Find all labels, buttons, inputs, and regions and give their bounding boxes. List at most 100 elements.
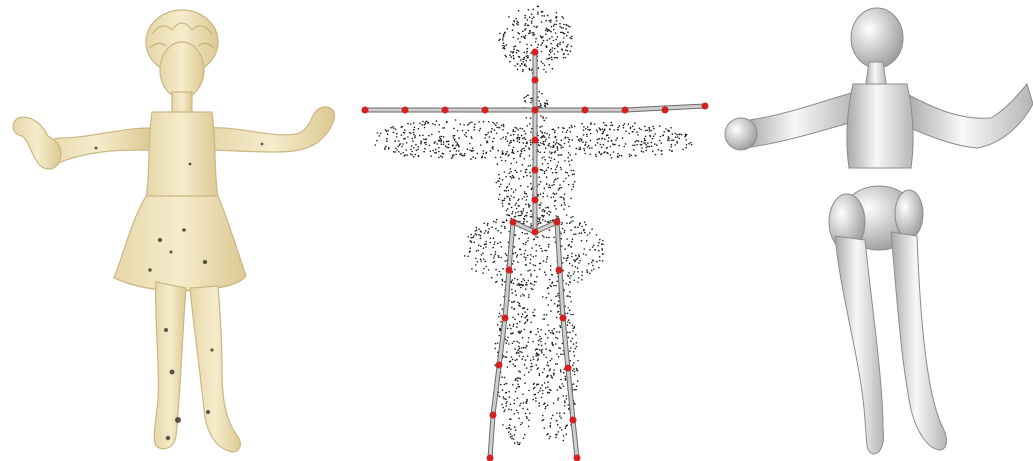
cloud-point bbox=[504, 226, 506, 228]
cloud-point bbox=[505, 398, 507, 400]
cloud-point bbox=[525, 35, 527, 37]
cloud-point bbox=[483, 121, 485, 123]
cloud-point bbox=[508, 427, 510, 429]
cloud-point bbox=[507, 132, 509, 134]
cloud-point bbox=[485, 246, 487, 248]
cloud-point bbox=[559, 184, 561, 186]
cloud-point bbox=[574, 326, 576, 328]
cloud-point bbox=[579, 147, 581, 149]
cloud-point bbox=[569, 332, 571, 334]
cloud-point bbox=[512, 175, 514, 177]
cloud-point bbox=[632, 126, 634, 128]
cloud-point bbox=[524, 233, 526, 235]
cloud-point bbox=[416, 150, 418, 152]
cloud-point bbox=[527, 57, 529, 59]
cloud-point bbox=[507, 328, 509, 330]
cloud-point bbox=[553, 29, 555, 31]
cloud-point bbox=[515, 379, 517, 381]
cloud-point bbox=[531, 216, 533, 218]
cloud-point bbox=[398, 151, 400, 153]
cloud-point bbox=[379, 135, 381, 137]
cloud-point bbox=[564, 160, 566, 162]
cloud-point bbox=[551, 157, 553, 159]
cloud-point bbox=[606, 125, 608, 127]
cloud-point bbox=[521, 422, 523, 424]
cloud-point bbox=[617, 129, 619, 131]
cloud-point bbox=[553, 373, 555, 375]
cloud-point bbox=[517, 284, 519, 286]
cloud-point bbox=[675, 133, 677, 135]
cloud-point bbox=[586, 240, 588, 242]
cloud-point bbox=[512, 359, 514, 361]
cloud-point bbox=[532, 32, 534, 34]
cloud-point bbox=[537, 358, 539, 360]
cloud-point bbox=[584, 150, 586, 152]
cloud-point bbox=[548, 237, 550, 239]
cloud-point bbox=[565, 379, 567, 381]
cloud-point bbox=[546, 29, 548, 31]
cloud-point bbox=[510, 176, 512, 178]
cloud-point bbox=[564, 232, 566, 234]
cloud-point bbox=[559, 42, 561, 44]
cloud-point bbox=[513, 129, 515, 131]
cloud-point bbox=[510, 140, 512, 142]
cloud-point bbox=[569, 309, 571, 311]
cloud-point bbox=[475, 264, 477, 266]
cloud-point bbox=[495, 221, 497, 223]
cloud-point bbox=[572, 216, 574, 218]
cloud-point bbox=[517, 380, 519, 382]
cloud-point bbox=[528, 419, 530, 421]
cloud-point bbox=[594, 123, 596, 125]
cloud-point bbox=[623, 146, 625, 148]
cloud-point bbox=[544, 65, 546, 67]
cloud-point bbox=[497, 150, 499, 152]
cloud-point bbox=[517, 377, 519, 379]
cloud-point bbox=[544, 271, 546, 273]
cloud-point bbox=[556, 142, 558, 144]
cloud-point bbox=[523, 58, 525, 60]
cloud-point bbox=[563, 385, 565, 387]
cloud-point bbox=[426, 121, 428, 123]
cloud-point bbox=[569, 26, 571, 28]
cloud-point bbox=[448, 144, 450, 146]
cloud-point bbox=[511, 282, 513, 284]
cloud-point bbox=[517, 412, 519, 414]
cloud-point bbox=[557, 424, 559, 426]
cloud-point bbox=[493, 257, 495, 259]
cloud-point bbox=[597, 245, 599, 247]
cloud-point bbox=[518, 139, 520, 141]
cloud-point bbox=[550, 360, 552, 362]
cloud-point bbox=[587, 146, 589, 148]
cloud-point bbox=[503, 398, 505, 400]
cloud-point bbox=[493, 138, 495, 140]
cloud-point bbox=[638, 140, 640, 142]
cloud-point bbox=[592, 260, 594, 262]
cloud-point bbox=[583, 126, 585, 128]
cloud-point bbox=[533, 264, 535, 266]
cloud-point bbox=[519, 128, 521, 130]
cloud-point bbox=[611, 157, 613, 159]
cloud-point bbox=[561, 383, 563, 385]
cloud-point bbox=[523, 356, 525, 358]
statue-right-leg bbox=[190, 286, 240, 452]
cloud-point bbox=[557, 338, 559, 340]
cloud-point bbox=[497, 243, 499, 245]
cloud-point bbox=[553, 129, 555, 131]
cloud-point bbox=[500, 138, 502, 140]
cloud-point bbox=[458, 146, 460, 148]
cloud-point bbox=[555, 24, 557, 26]
cloud-point bbox=[557, 304, 559, 306]
cloud-point bbox=[439, 140, 441, 142]
cloud-point bbox=[493, 238, 495, 240]
cloud-point bbox=[547, 362, 549, 364]
cloud-point bbox=[559, 44, 561, 46]
cloud-point bbox=[549, 184, 551, 186]
cloud-point bbox=[530, 142, 532, 144]
cloud-point bbox=[500, 274, 502, 276]
cloud-point bbox=[508, 145, 510, 147]
cloud-point bbox=[494, 123, 496, 125]
cloud-point bbox=[530, 254, 532, 256]
cloud-point bbox=[502, 279, 504, 281]
cloud-point bbox=[464, 155, 466, 157]
cloud-point bbox=[456, 150, 458, 152]
